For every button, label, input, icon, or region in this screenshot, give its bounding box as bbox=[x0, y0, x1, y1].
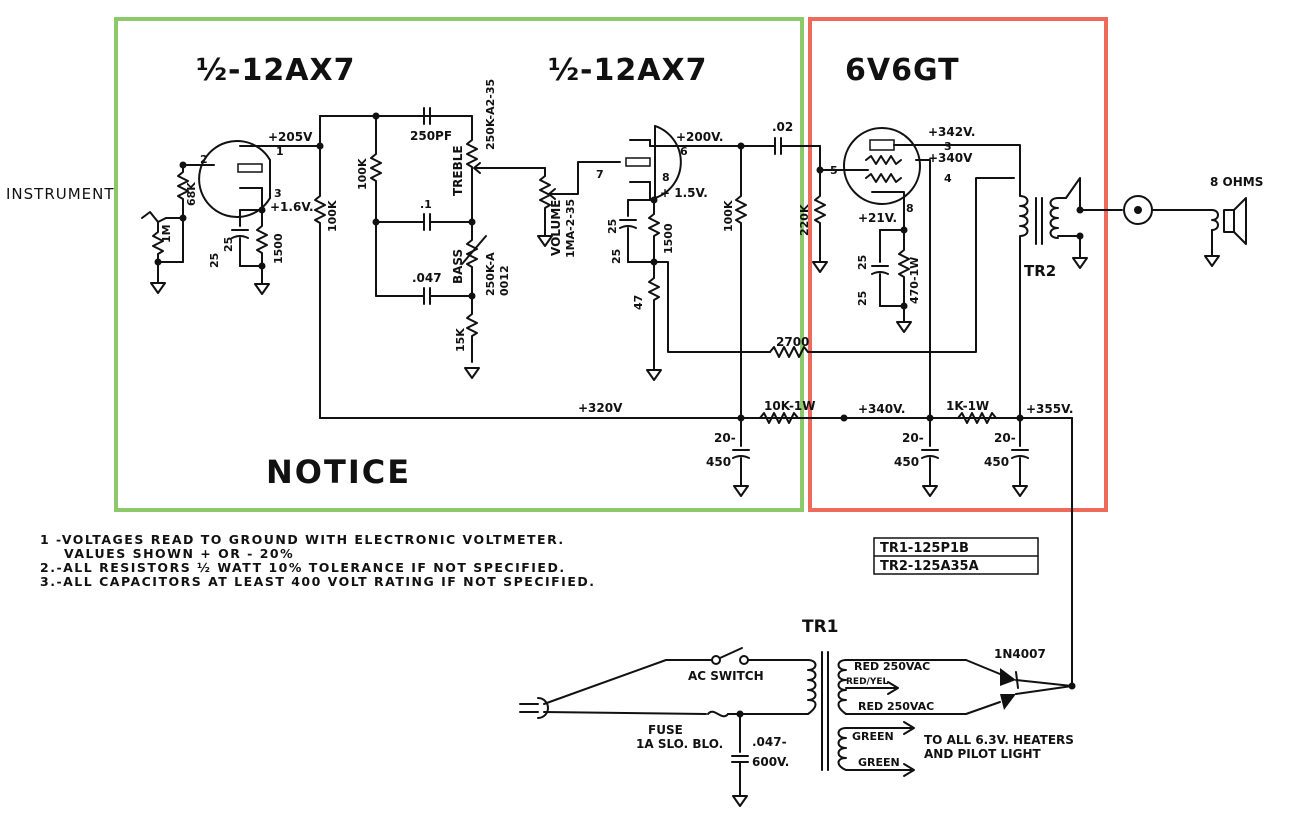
pin-label: 4 bbox=[944, 172, 952, 185]
r68k-label: 68K bbox=[185, 182, 198, 206]
treble-pot-label: 250K-A2-35 bbox=[484, 79, 497, 150]
redyel-label: RED/YEL bbox=[846, 677, 889, 687]
heaters-label-1: TO ALL 6.3V. HEATERS bbox=[924, 733, 1074, 747]
v3-6v6gt-tube bbox=[843, 127, 921, 205]
fuse-rating-label: 1A SLO. BLO. bbox=[636, 737, 723, 751]
r10k-label: 10K-1W bbox=[764, 399, 816, 413]
tr1-label: TR1 bbox=[802, 617, 839, 637]
voltage-label: +205V bbox=[268, 130, 313, 144]
red1-label: RED 250VAC bbox=[854, 660, 930, 673]
pin-label: 3 bbox=[274, 187, 282, 200]
pin-label: 1 bbox=[276, 145, 284, 158]
pin-label: 8 bbox=[906, 202, 914, 215]
cap-label: 450 bbox=[894, 455, 919, 469]
voltage-label: +1.6V. bbox=[270, 200, 314, 214]
pin-label: 7 bbox=[596, 168, 604, 181]
note-line-2: VALUES SHOWN + OR - 20% bbox=[64, 546, 294, 561]
treble-label: TREBLE bbox=[451, 145, 465, 196]
filter-cap bbox=[921, 417, 939, 497]
r47-label: 47 bbox=[632, 295, 645, 310]
voltage-label: +342V. bbox=[928, 125, 975, 139]
note-line-4: 3.-ALL CAPACITORS AT LEAST 400 VOLT RATI… bbox=[40, 574, 596, 589]
cap-label: 20- bbox=[994, 431, 1016, 445]
c25-label: 25 bbox=[606, 219, 619, 234]
pin-label: 3 bbox=[944, 140, 952, 153]
c250pf-label: 250PF bbox=[410, 129, 452, 143]
c25-label: 25 bbox=[222, 237, 235, 252]
cap-label: 450 bbox=[984, 455, 1009, 469]
heaters-label-2: AND PILOT LIGHT bbox=[924, 747, 1042, 761]
r100k-label: 100K bbox=[326, 200, 339, 232]
fuse-label: FUSE bbox=[648, 723, 683, 737]
green1-label: GREEN bbox=[852, 730, 894, 743]
pin-label: 6 bbox=[680, 145, 688, 158]
voltage-label: +340V bbox=[928, 151, 973, 165]
bass-pot-label: 250K-A bbox=[484, 252, 497, 296]
power-tube-title: 6V6GT bbox=[845, 53, 960, 88]
diode-label: 1N4007 bbox=[994, 647, 1046, 661]
output-label: 8 OHMS bbox=[1210, 175, 1263, 189]
c25-label: 25 bbox=[610, 249, 623, 264]
voltage-label: +340V. bbox=[858, 402, 905, 416]
pin-label: 8 bbox=[662, 171, 670, 184]
filter-cap bbox=[732, 417, 750, 497]
voltage-label: +320V bbox=[578, 401, 623, 415]
r15k-label: 15K bbox=[454, 328, 467, 352]
voltage-label: +21V. bbox=[858, 211, 897, 225]
r470-label: 470-1W bbox=[908, 257, 921, 304]
r100k-label: 100K bbox=[356, 158, 369, 190]
cap-label: 20- bbox=[714, 431, 736, 445]
cap-label: 20- bbox=[902, 431, 924, 445]
c1-label: .1 bbox=[420, 198, 432, 211]
ac-plug bbox=[519, 697, 549, 719]
preamp-highlight-box bbox=[114, 17, 804, 512]
bass-pot-label: 0012 bbox=[498, 265, 511, 296]
r1500-label: 1500 bbox=[272, 233, 285, 264]
v2-tube bbox=[625, 125, 682, 199]
note-line-3: 2.-ALL RESISTORS ½ WATT 10% TOLERANCE IF… bbox=[40, 560, 566, 575]
r1500-label: 1500 bbox=[662, 223, 675, 254]
driver-title: ½-12AX7 bbox=[548, 53, 707, 88]
cap-600v-label: 600V. bbox=[752, 755, 789, 769]
note-line-1: 1 -VOLTAGES READ TO GROUND WITH ELECTRON… bbox=[40, 532, 565, 547]
volume-pot-label: 1MA-2-35 bbox=[564, 199, 577, 258]
tr1-part-label: TR1-125P1B bbox=[880, 541, 969, 556]
c25-label: 25 bbox=[856, 255, 869, 270]
green2-label: GREEN bbox=[858, 756, 900, 769]
pin-label: 2 bbox=[200, 153, 208, 166]
cap-label: 450 bbox=[706, 455, 731, 469]
cap-047-label: .047- bbox=[752, 735, 787, 749]
tr2-label: TR2 bbox=[1024, 262, 1056, 280]
notice-title: NOTICE bbox=[266, 453, 411, 491]
r1k-label: 1K-1W bbox=[946, 399, 989, 413]
preamp-title: ½-12AX7 bbox=[196, 53, 355, 88]
v1-tube bbox=[198, 140, 271, 218]
filter-cap bbox=[1011, 417, 1029, 497]
r100k-label: 100K bbox=[722, 200, 735, 232]
r220k-label: 220K bbox=[798, 204, 811, 236]
power-stage-highlight-box bbox=[808, 17, 1108, 512]
c02-label: .02 bbox=[772, 120, 793, 134]
voltage-label: +355V. bbox=[1026, 402, 1073, 416]
c047-label: .047 bbox=[412, 271, 442, 285]
voltage-label: + 1.5V. bbox=[660, 186, 708, 200]
volume-label: VOLUME bbox=[549, 200, 563, 256]
instrument-label: INSTRUMENT bbox=[6, 185, 115, 203]
voltage-label: +200V. bbox=[676, 130, 723, 144]
red2-label: RED 250VAC bbox=[858, 700, 934, 713]
c25-label: 25 bbox=[208, 253, 221, 268]
ac-switch-label: AC SWITCH bbox=[688, 669, 764, 683]
tr2-part-label: TR2-125A35A bbox=[880, 559, 979, 574]
r2700-label: 2700 bbox=[776, 335, 809, 349]
r1m-label: 1M bbox=[160, 224, 173, 243]
c25-label: 25 bbox=[856, 291, 869, 306]
bass-label: BASS bbox=[451, 249, 465, 284]
